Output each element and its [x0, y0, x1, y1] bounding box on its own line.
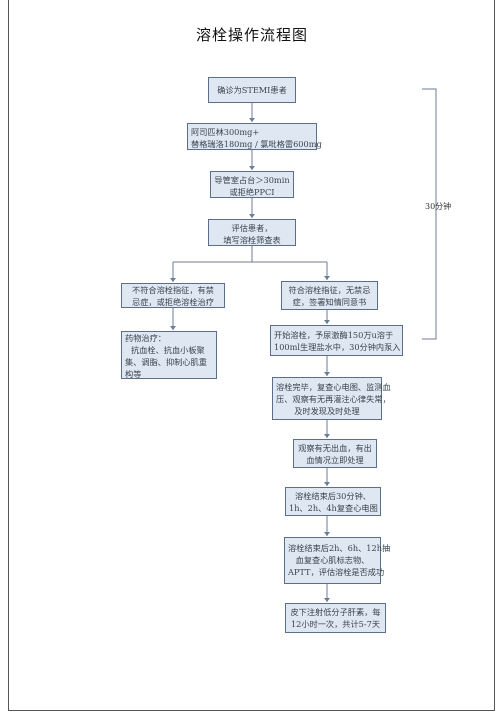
box-text: 溶栓结束后30分钟、: [295, 491, 371, 501]
box-text: 溶栓完毕，复查心电图、监测血: [276, 382, 391, 392]
page-frame: [8, 0, 495, 711]
box-text: APTT，评估溶栓是否成功: [288, 567, 385, 577]
box-text: 症，签署知情同意书: [292, 297, 367, 307]
box-bleeding-watch: 观察有无出血，有出 血情况立即处理: [293, 439, 377, 468]
box-text: 药物治疗：: [125, 333, 166, 343]
box-text: 100ml生理盐水中，30分钟内泵入: [274, 342, 401, 352]
box-text: 确诊为STEMI患者: [217, 85, 287, 95]
box-text: 观察有无出血，有出: [298, 443, 372, 453]
box-text: 压、观察有无再灌注心律失常，: [276, 394, 391, 404]
box-assess-patient: 评估患者， 填写溶栓筛查表: [208, 219, 296, 246]
box-confirm-stemi: 确诊为STEMI患者: [208, 77, 296, 103]
box-text: 忌症，或拒绝溶栓治疗: [132, 297, 214, 307]
box-text: 阿司匹林300mg+: [191, 127, 260, 137]
box-lmwh-injection: 皮下注射低分子肝素，每 12小时一次，共计5-7天: [285, 603, 386, 633]
box-drug-therapy: 药物治疗： 抗血栓、抗血小板聚 集、调脂、抑制心肌重 构等: [121, 331, 217, 379]
box-antiplatelet: 阿司匹林300mg+ 替格瑞洛180mg / 氯吡格雷600mg: [187, 123, 322, 150]
box-not-eligible: 不符合溶栓指征，有禁 忌症，或拒绝溶栓治疗: [121, 283, 225, 308]
box-start-thrombolysis: 开始溶栓，予尿激酶150万u溶于 100ml生理盐水中，30分钟内泵入: [270, 325, 403, 356]
bracket-label-30min: 30分钟: [425, 202, 452, 211]
box-text: 及时发现及时处理: [294, 406, 360, 416]
box-text: 不符合溶栓指征，有禁: [132, 285, 214, 295]
box-marker-recheck: 溶栓结束后2h、6h、12h抽 血复查心肌标志物、 APTT，评估溶栓是否成功: [284, 537, 391, 584]
page-title: 溶栓操作流程图: [195, 26, 308, 44]
box-text: 抗血栓、抗血小板聚: [131, 345, 205, 355]
box-text: 12小时一次，共计5-7天: [290, 619, 381, 629]
box-text: 符合溶栓指征，无禁忌: [288, 285, 371, 295]
box-text: 血情况立即处理: [306, 455, 364, 465]
box-text: 构等: [125, 369, 142, 379]
box-post-thrombolysis-monitoring: 溶栓完毕，复查心电图、监测血 压、观察有无再灌注心律失常， 及时发现及时处理: [272, 377, 391, 420]
box-text: 导管室占台＞30min: [214, 175, 290, 185]
box-text: 或拒绝PPCI: [229, 187, 275, 197]
box-ecg-recheck: 溶栓结束后30分钟、 1h、2h、4h复查心电图: [285, 487, 381, 516]
box-text: 皮下注射低分子肝素，每: [290, 607, 381, 617]
box-text: 集、调脂、抑制心肌重: [125, 357, 207, 367]
box-cath-lab-delay: 导管室占台＞30min 或拒绝PPCI: [210, 171, 294, 198]
box-text: 血复查心肌标志物、: [295, 555, 370, 565]
box-text: 开始溶栓，予尿激酶150万u溶于: [274, 330, 394, 340]
box-text: 1h、2h、4h复查心电图: [289, 503, 378, 513]
box-text: 评估患者，: [231, 223, 273, 233]
box-text: 填写溶栓筛查表: [223, 235, 281, 245]
box-text: 溶栓结束后2h、6h、12h抽: [288, 543, 391, 553]
box-text: 替格瑞洛180mg / 氯吡格雷600mg: [191, 139, 322, 149]
box-eligible-consent: 符合溶栓指征，无禁忌 症，签署知情同意书: [281, 281, 378, 310]
